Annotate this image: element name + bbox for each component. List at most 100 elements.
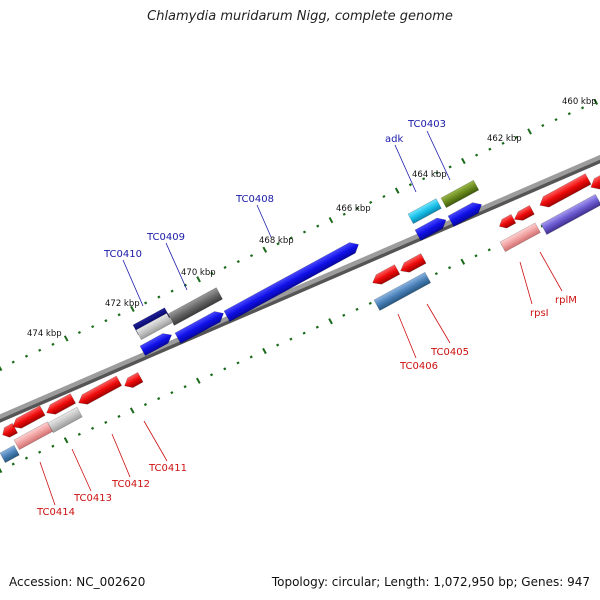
gene-tc0408-arrow-shape xyxy=(223,242,359,322)
inner-track-minor-tick xyxy=(474,254,478,258)
gene-label-bottom: TC0413 xyxy=(73,493,112,504)
inner-track-major-tick xyxy=(262,347,267,355)
outer-track-minor-tick xyxy=(276,242,280,246)
gene-label-top: TC0409 xyxy=(146,232,185,243)
outer-track-minor-tick xyxy=(38,348,42,352)
outer-track-minor-tick xyxy=(223,265,227,270)
outer-track-minor-tick xyxy=(117,313,121,317)
gene-tc0412-grey-box-shape xyxy=(47,406,83,434)
tick-label: 472 kbp xyxy=(105,299,140,309)
gene-forward-arrow-2-shape xyxy=(174,311,224,344)
outer-track-major-tick xyxy=(394,187,400,194)
gene-tc0413-arrow xyxy=(46,393,77,415)
gene-label-bottom: rpsI xyxy=(530,308,549,319)
leader-line-bottom xyxy=(397,313,417,359)
gene-tc0406-steel-box-shape xyxy=(373,271,432,311)
gene-rpsi-pink-box xyxy=(499,222,541,253)
gene-tc0412-arrow xyxy=(78,375,123,405)
gene-rpsi-red-arrow-shape xyxy=(498,213,517,229)
outer-track-minor-tick xyxy=(342,212,346,216)
inner-track-minor-tick xyxy=(223,367,227,371)
outer-track-minor-tick xyxy=(580,106,585,110)
gene-label-bottom: TC0406 xyxy=(399,361,438,372)
outer-track-minor-tick xyxy=(408,183,412,187)
gene-steel-box-1 xyxy=(0,444,20,464)
gene-label-bottom: TC0414 xyxy=(36,507,75,518)
leader-line-bottom xyxy=(539,251,563,292)
gene-tc0403-box-shape xyxy=(440,179,480,209)
inner-track-minor-tick xyxy=(104,420,108,424)
inner-track-minor-tick xyxy=(209,373,214,377)
gene-tc0409-box xyxy=(167,287,223,326)
inner-track-minor-tick xyxy=(447,266,452,270)
outer-track-minor-tick xyxy=(91,325,95,329)
outer-track-major-tick xyxy=(0,365,3,372)
outer-track-minor-tick xyxy=(302,230,307,234)
gene-reverse-arrow-2-shape xyxy=(539,173,592,208)
gene-labels: TC0410TC0409TC0408adkTC0403TC0414TC0413T… xyxy=(36,119,577,518)
leader-line-bottom xyxy=(111,433,131,478)
gene-tc0405-red-arrow-shape xyxy=(400,253,427,273)
gene-rpsi-pink-box-shape xyxy=(499,222,541,253)
tick-label: 468 kbp xyxy=(259,236,294,246)
outer-track-major-tick xyxy=(461,157,466,165)
gene-label-top: TC0403 xyxy=(407,119,446,130)
inner-track-minor-tick xyxy=(249,355,253,359)
leader-line-top xyxy=(165,242,188,291)
outer-track-minor-tick xyxy=(316,224,320,228)
inner-track-minor-tick xyxy=(117,414,121,418)
gene-tc0409-box-shape xyxy=(167,287,223,326)
tick-label: 464 kbp xyxy=(412,170,447,180)
outer-track-minor-tick xyxy=(422,177,426,181)
inner-track-minor-tick xyxy=(342,313,346,317)
gene-tc0412-arrow-shape xyxy=(78,375,123,405)
outer-track-minor-tick xyxy=(554,118,558,122)
inner-track-minor-tick xyxy=(24,456,29,460)
gene-rplm-red-arrow-shape xyxy=(513,205,535,221)
gene-label-top: adk xyxy=(385,134,403,145)
gene-forward-arrow-2 xyxy=(174,311,224,344)
gene-features xyxy=(0,172,600,464)
outer-track-minor-tick xyxy=(170,289,174,293)
inner-track-minor-tick xyxy=(143,403,148,407)
inner-track-major-tick xyxy=(460,258,466,265)
inner-track-major-tick xyxy=(196,377,201,384)
gene-label-top: TC0408 xyxy=(235,194,274,205)
outer-track-minor-tick xyxy=(382,194,386,199)
leader-line-top xyxy=(426,130,451,181)
leader-line-bottom xyxy=(39,461,56,506)
inner-track-minor-tick xyxy=(315,325,319,329)
leader-line-bottom xyxy=(143,420,168,462)
outer-track-minor-tick xyxy=(210,271,214,275)
gene-label-bottom: TC0405 xyxy=(430,347,469,358)
gene-tc0410-lower-box-shape xyxy=(135,312,173,341)
gene-tc0408-arrow xyxy=(223,242,359,322)
gene-tc0405-red-arrow xyxy=(400,253,427,273)
tick-label: 466 kbp xyxy=(336,204,371,214)
inner-track-minor-tick xyxy=(183,385,187,389)
leader-line-bottom xyxy=(71,448,92,492)
outer-track-minor-tick xyxy=(24,354,29,358)
inner-track-major-tick xyxy=(0,467,3,474)
inner-track-minor-tick xyxy=(38,450,42,454)
outer-track-major-tick xyxy=(328,217,334,224)
outer-track-minor-tick xyxy=(236,260,240,264)
inner-track-minor-tick xyxy=(90,426,95,430)
gene-tc0406-steel-box xyxy=(373,271,432,311)
gene-reverse-arrow-3-shape xyxy=(590,172,600,190)
outer-track-minor-tick xyxy=(104,319,108,323)
gene-tc0414-arrow xyxy=(12,405,46,429)
genome-backbone xyxy=(0,154,600,423)
outer-track-minor-tick xyxy=(475,153,479,157)
outer-track-major-tick xyxy=(262,246,268,253)
outer-track-minor-tick xyxy=(488,147,492,151)
tick-label: 462 kbp xyxy=(487,134,522,144)
leader-line-top xyxy=(256,204,272,238)
gene-label-bottom: rplM xyxy=(555,295,577,306)
gene-reverse-arrow-3 xyxy=(590,172,600,190)
outer-track-minor-tick xyxy=(541,124,545,128)
gene-label-bottom: TC0411 xyxy=(148,463,187,474)
